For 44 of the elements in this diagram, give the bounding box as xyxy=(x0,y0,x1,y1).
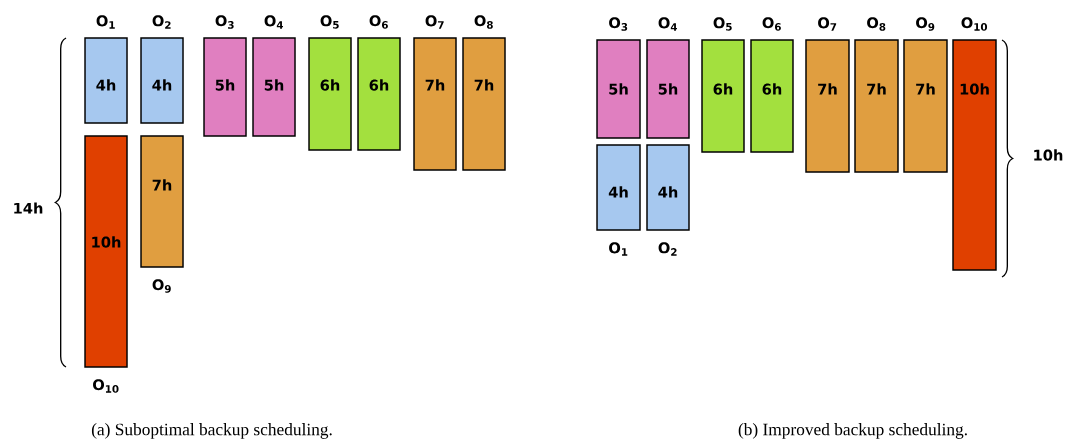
bar-label: O$_{1}$ xyxy=(609,242,628,256)
bar-label: O$_{2}$ xyxy=(658,242,677,256)
duration-bar: 10h xyxy=(952,39,997,271)
duration-bar: 10h xyxy=(84,135,128,368)
bar-label: O$_{4}$ xyxy=(658,17,677,31)
duration-bar: 7h xyxy=(805,39,850,173)
duration-bar: 7h xyxy=(413,37,457,171)
duration-bar: 6h xyxy=(308,37,352,151)
duration-bar: 6h xyxy=(357,37,401,151)
bar-label: O$_{6}$ xyxy=(762,17,781,31)
bar-label: O$_{8}$ xyxy=(867,17,886,31)
duration-bar: 4h xyxy=(646,144,690,231)
duration-bar: 7h xyxy=(854,39,899,173)
duration-bar: 4h xyxy=(596,144,641,231)
bar-label: O$_{7}$ xyxy=(818,17,837,31)
bar-label: O$_{10}$ xyxy=(93,379,119,393)
bar-label: O$_{2}$ xyxy=(152,15,171,29)
bar-label: O$_{9}$ xyxy=(152,279,171,293)
duration-bar: 6h xyxy=(750,39,794,153)
duration-bar: 5h xyxy=(203,37,247,137)
duration-bar: 5h xyxy=(252,37,296,137)
total-duration: 14h xyxy=(14,202,43,214)
caption: (a) Suboptimal backup scheduling. xyxy=(91,423,332,439)
bar-label: O$_{1}$ xyxy=(96,15,115,29)
duration-bar: 4h xyxy=(84,37,128,124)
bar-label: O$_{9}$ xyxy=(916,17,935,31)
bar-label: O$_{3}$ xyxy=(609,17,628,31)
total-duration: 10h xyxy=(1034,149,1063,161)
duration-bar: 7h xyxy=(462,37,506,171)
bar-label: O$_{5}$ xyxy=(320,15,339,29)
duration-bar: 5h xyxy=(596,39,641,139)
bar-label: O$_{3}$ xyxy=(215,15,234,29)
caption: (b) Improved backup scheduling. xyxy=(738,423,967,439)
bar-label: O$_{5}$ xyxy=(713,17,732,31)
bar-label: O$_{8}$ xyxy=(474,15,493,29)
duration-bar: 5h xyxy=(646,39,690,139)
bar-label: O$_{4}$ xyxy=(264,15,283,29)
duration-bar: 6h xyxy=(701,39,745,153)
duration-bar: 7h xyxy=(140,135,184,268)
bar-label: O$_{7}$ xyxy=(425,15,444,29)
bar-label: O$_{10}$ xyxy=(961,17,988,31)
bar-label: O$_{6}$ xyxy=(369,15,388,29)
duration-bar: 4h xyxy=(140,37,184,124)
duration-bar: 7h xyxy=(903,39,948,173)
